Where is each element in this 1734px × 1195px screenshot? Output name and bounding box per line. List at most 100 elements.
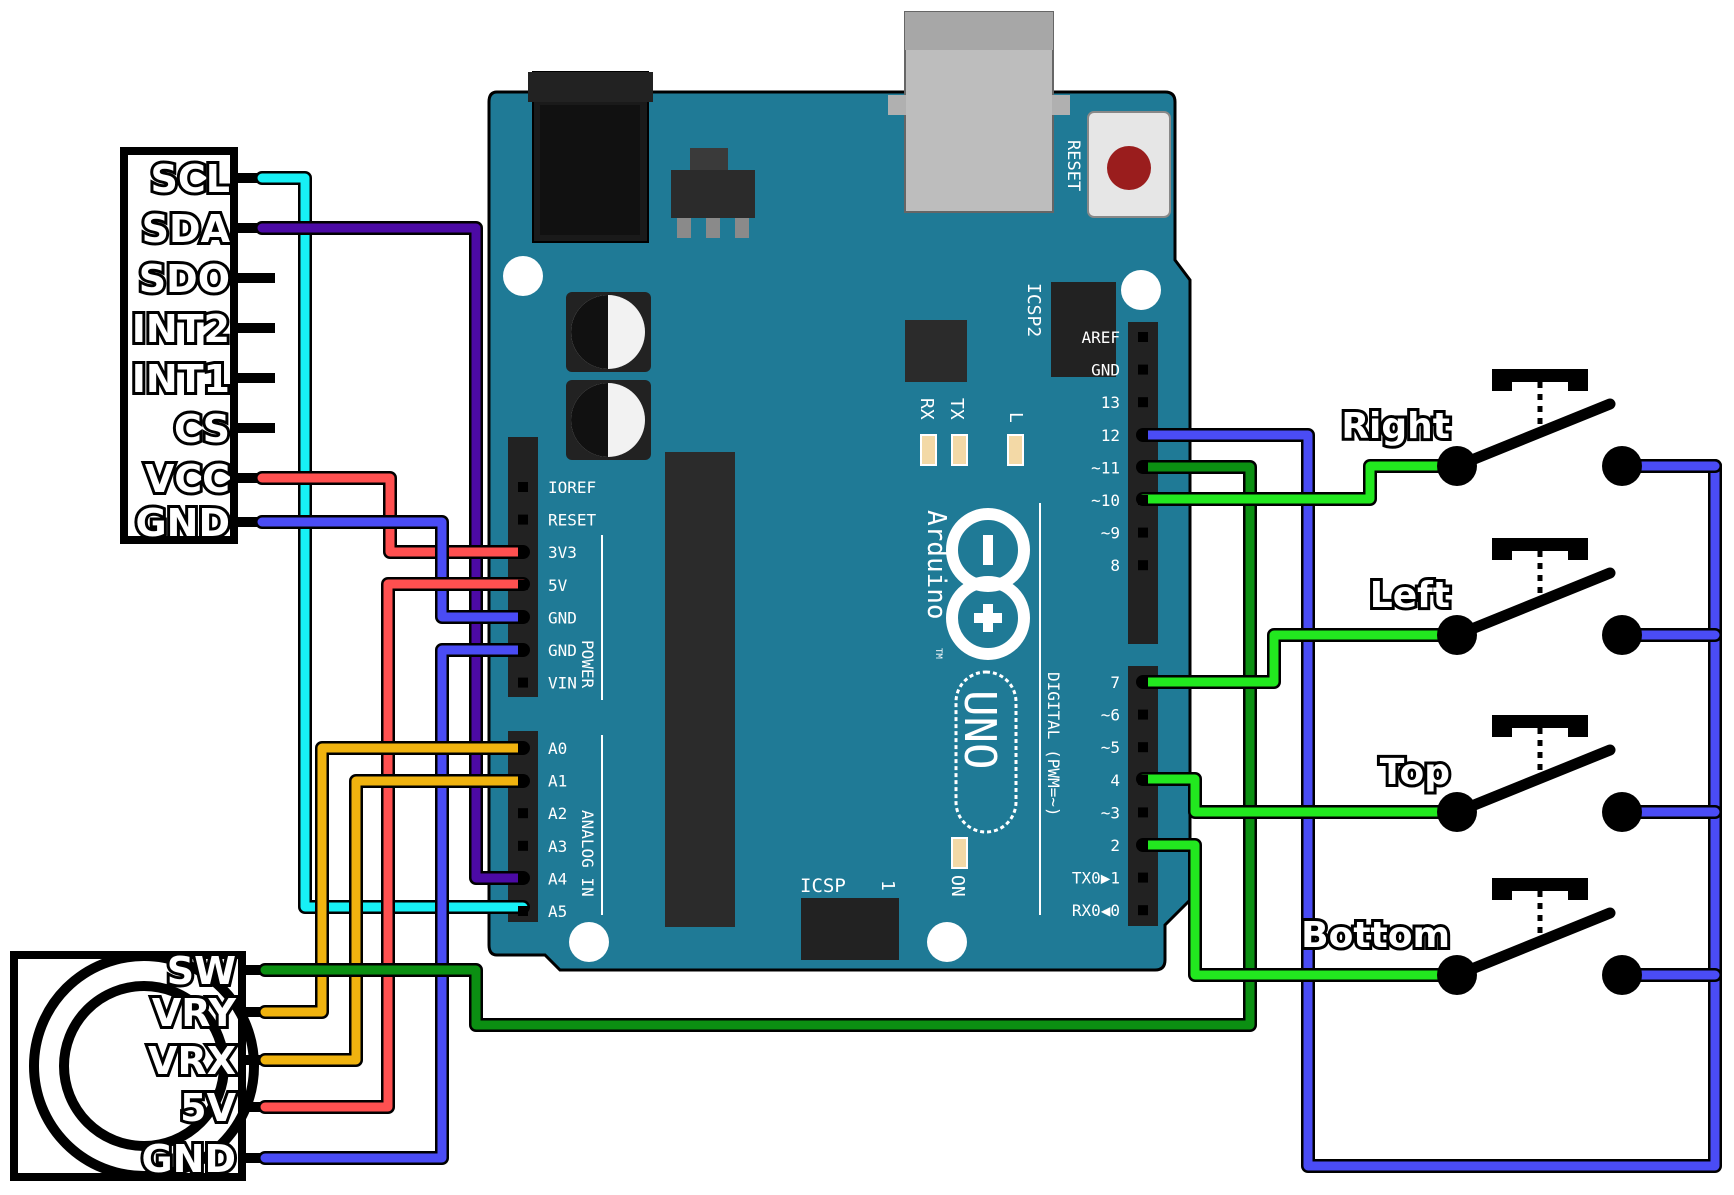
wires [255, 171, 1722, 1173]
digital-lower-header [1128, 666, 1158, 926]
pin-label-7: 7 [1110, 673, 1120, 692]
button-bottom[interactable] [1437, 878, 1642, 995]
wire-gnd-buttons [1136, 428, 1722, 1173]
model-label: UNO [954, 690, 1005, 769]
arduino-pin-2[interactable] [1138, 840, 1148, 850]
arduino-pin-reset[interactable] [518, 514, 528, 525]
digital-section-label: DIGITAL (PWM=~) [1044, 672, 1063, 817]
pin-label-a0: A0 [548, 739, 567, 758]
wire-d7-left [1136, 628, 1462, 689]
tx-label: TX [946, 398, 967, 420]
accel-label-vcc: VCC [145, 457, 230, 501]
trademark-label: TM [933, 648, 943, 659]
joystick-knob-inner[interactable] [59, 981, 229, 1151]
arduino-pin-13[interactable] [1138, 397, 1148, 408]
wire-d2-bottom [1136, 838, 1462, 982]
wire-d4-top [1136, 772, 1462, 819]
accel-label-sda: SDA [142, 207, 231, 251]
on-label: ON [947, 875, 968, 897]
rx-label: RX [916, 398, 937, 420]
pin-label-3v3: 3V3 [548, 543, 577, 562]
wire-vry-a0 [258, 741, 530, 1019]
arduino-logo [946, 508, 1030, 660]
capacitor-2 [566, 380, 651, 460]
mount-hole [927, 922, 967, 962]
accel-label-int2: INT2 [132, 307, 230, 351]
wire-accel-gnd [255, 515, 530, 624]
arduino-pin-gnd[interactable] [1138, 364, 1148, 375]
wire-scl-a5 [255, 171, 530, 914]
l-label: L [1005, 412, 1026, 423]
arduino-pin-5v[interactable] [518, 579, 528, 590]
arduino-pin-ioref[interactable] [518, 482, 528, 492]
button-top[interactable] [1437, 715, 1642, 832]
arduino-pin-a5[interactable] [518, 906, 528, 916]
capacitor-1 [566, 292, 651, 372]
arduino-pin-tx0-1[interactable] [1138, 872, 1148, 883]
button-right[interactable] [1437, 369, 1642, 486]
arduino-pin-8[interactable] [1138, 560, 1148, 571]
reset-label: RESET [1063, 140, 1083, 191]
arduino-pin-10[interactable] [1138, 495, 1148, 505]
button-label-left: Left [1370, 575, 1450, 616]
arduino-pin-rx0-0[interactable] [1138, 905, 1148, 916]
pin-label-ioref: IOREF [548, 478, 596, 497]
arduino-pin-gnd[interactable] [518, 612, 528, 623]
pin-label-vin: VIN [548, 674, 577, 693]
arduino-pin-3v3[interactable] [518, 547, 528, 558]
arduino-pin-vin[interactable] [518, 677, 528, 688]
arduino-pin-a2[interactable] [518, 808, 528, 819]
pin-label-9: ~9 [1101, 524, 1120, 543]
arduino-pin-a4[interactable] [518, 873, 528, 884]
pin-label-tx0-1: TX0▶1 [1072, 869, 1120, 888]
uno-badge [954, 670, 1018, 834]
joystick-label-vry: VRY [152, 991, 237, 1035]
button-left[interactable] [1437, 538, 1642, 655]
arduino-pin-9[interactable] [1138, 527, 1148, 538]
reset-button[interactable] [1087, 111, 1171, 218]
pin-label-2: 2 [1110, 836, 1120, 855]
pin-label-5v: 5V [548, 576, 568, 595]
arduino-pin-aref[interactable] [1138, 332, 1148, 342]
pin-label-gnd: GND [1091, 361, 1120, 380]
analog-section-label: ANALOG IN [578, 810, 597, 897]
arduino-pin-4[interactable] [1138, 774, 1148, 785]
joystick-label-gnd: GND [141, 1137, 236, 1181]
pin-label-a4: A4 [548, 869, 567, 888]
arduino-pin-6[interactable] [1138, 709, 1148, 720]
pin-label-8: 8 [1110, 556, 1120, 575]
arduino-pin-a3[interactable] [518, 840, 528, 851]
arduino-pin-12[interactable] [1138, 429, 1148, 440]
icsp-label: ICSP [800, 875, 846, 897]
pin-label-12: 12 [1101, 426, 1120, 445]
wire-vrx-a1 [258, 774, 530, 1067]
usb-connector [888, 11, 1070, 213]
on-led [951, 837, 968, 869]
pin-label-a5: A5 [548, 902, 567, 921]
pin-label-aref: AREF [1081, 328, 1120, 347]
rx-led [920, 434, 937, 466]
arduino-pin-a1[interactable] [518, 775, 528, 786]
pin-label-a2: A2 [548, 804, 567, 823]
barrel-jack [528, 71, 653, 243]
arduino-pin-a0[interactable] [518, 743, 528, 753]
l-led [1007, 434, 1024, 466]
wire-d12-right [1136, 459, 1462, 506]
digital-upper-header [1128, 322, 1158, 644]
button-label-top: Top [1380, 752, 1450, 793]
power-section-label: POWER [578, 640, 597, 689]
icsp2-label: ICSP2 [1023, 283, 1044, 337]
arduino-pin-7[interactable] [1138, 677, 1148, 687]
mount-hole [569, 922, 609, 962]
arduino-pin-5[interactable] [1138, 742, 1148, 753]
arduino-pin-3[interactable] [1138, 807, 1148, 818]
arduino-pin-11[interactable] [1138, 462, 1148, 473]
arduino-pin-gnd[interactable] [518, 645, 528, 655]
pin-label-13: 13 [1101, 393, 1120, 412]
button-label-right: Right [1341, 406, 1450, 447]
joystick-knob-outer[interactable] [29, 951, 259, 1181]
icsp-pin-one-label: 1 [877, 880, 898, 891]
wire-joy-5v [258, 577, 530, 1114]
